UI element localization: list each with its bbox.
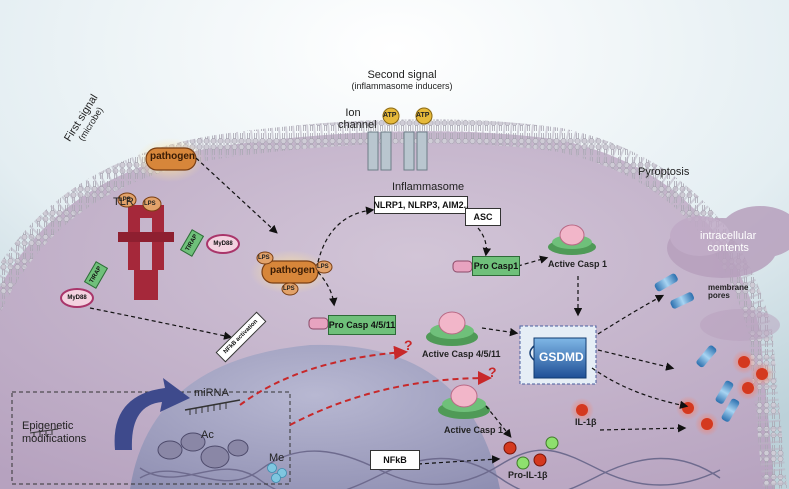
lps-inside-1: LPS (258, 255, 270, 261)
pro-il1b-molecule (503, 436, 559, 470)
atp-molecules (381, 106, 434, 126)
me-label: Me (269, 452, 285, 464)
gsdmd-label: GSDMD (539, 350, 584, 364)
inflammasome-label: Inflammasome (392, 181, 465, 193)
mirna-small (29, 428, 59, 437)
lps-inside-3: LPS (283, 286, 295, 292)
tlr-receptor (118, 205, 174, 300)
myd88-oval-2: MyD88 (60, 288, 94, 308)
pyroptosis-label: Pyroptosis (638, 166, 690, 178)
atp-label-1: ATP (383, 112, 397, 119)
mirna-strand (184, 399, 241, 411)
active-casp1-flower-lower (438, 384, 490, 419)
active-casp1-label: Active Casp 1 (548, 259, 608, 269)
active-casp1-flower (548, 224, 596, 255)
pathogen-label-outside: pathogen (150, 151, 195, 162)
gsdmd-block (533, 337, 587, 379)
question-mark-2: ? (488, 364, 497, 380)
tlr-label: TLR (113, 196, 134, 208)
methyl-groups (267, 463, 287, 483)
cell-membrane (0, 119, 787, 489)
nfkb-box: NFkB (370, 450, 420, 470)
ac-label: Ac (201, 429, 214, 441)
pathogen-outside (136, 138, 204, 182)
asc-box: ASC (465, 208, 501, 226)
sensors-box: NLRP1, NLRP3, AIM2.. (373, 196, 469, 214)
pro-casp4511-box: Pro Casp 4/5/11 (328, 315, 396, 335)
pro-casp1-box: Pro Casp1 (472, 256, 520, 276)
pro-casp4511-prodomain (308, 317, 329, 330)
epigenetic-arrow (114, 378, 190, 450)
dna-helix (139, 449, 721, 489)
active-casp1-lower-label: Active Casp 1 (444, 425, 504, 435)
epigenetic-label: Epigenetic modifications (22, 420, 87, 445)
membrane-pores (654, 273, 740, 422)
lps-inside-2: LPS (317, 264, 329, 270)
arrows (89, 157, 689, 465)
pathogen-inside (250, 250, 333, 296)
pathogen-label-inside: pathogen (270, 265, 315, 276)
epigenetic-box (11, 391, 291, 485)
il1b-label: IL-1β (575, 417, 597, 427)
active-casp4511-label: Active Casp 4/5/11 (422, 349, 501, 359)
mirna-label: miRNA (194, 387, 229, 399)
question-mark-1: ? (404, 337, 413, 353)
lps-tlr-1: LPS (119, 197, 131, 203)
ion-channel-label: Ion channel (338, 107, 377, 131)
second-signal-label: Second signal (inflammasome inducers) (351, 69, 453, 91)
atp-label-2: ATP (416, 112, 430, 119)
intracellular-contents-label: intracellular contents (700, 230, 757, 255)
histones (157, 432, 249, 469)
intracellular-contents-cloud (667, 206, 789, 341)
active-casp4511-flower (426, 311, 478, 346)
myd88-oval-1: MyD88 (206, 234, 240, 254)
membrane-pores-label: membrane pores (708, 283, 749, 301)
lps-markers-tlr (117, 192, 162, 212)
pro-il1b-label: Pro-IL-1β (508, 470, 548, 480)
pro-casp1-prodomain (452, 260, 473, 273)
ion-channel (367, 131, 428, 171)
red-arrows (239, 345, 492, 426)
lps-tlr-2: LPS (144, 201, 156, 207)
